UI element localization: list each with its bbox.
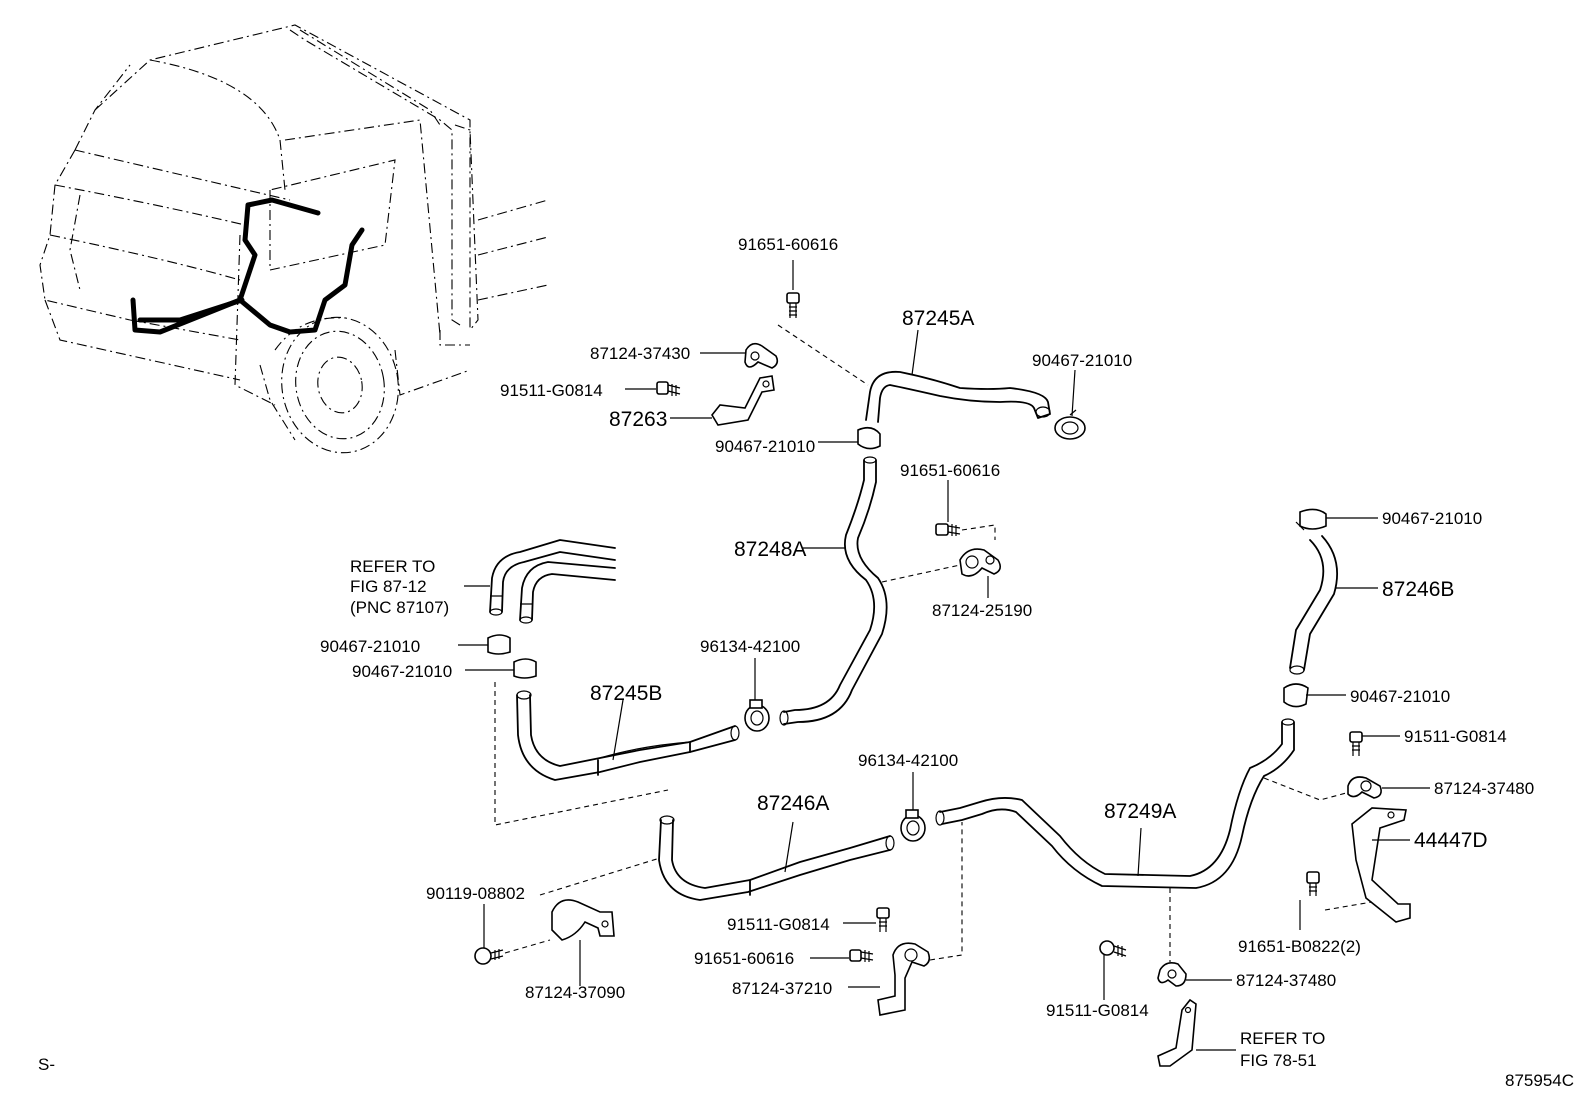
heater-core-pipes [489,539,616,624]
label-91511-G0814-low: 91511-G0814 [1046,1001,1149,1020]
label-87246A: 87246A [757,792,829,815]
bracket-refer-78-51 [1157,998,1197,1067]
label-87124-37430: 87124-37430 [590,344,690,363]
bolt-91651-B0822 [1306,871,1320,896]
label-refer-78-line2: FIG 78-51 [1240,1051,1317,1070]
label-91651-B0822: 91651-B0822(2) [1238,937,1361,956]
label-91651-60616-mid: 91651-60616 [900,461,1000,480]
hose-87246B [1289,535,1339,675]
label-87263: 87263 [609,408,667,431]
bracket-87124-37210 [877,942,931,1016]
label-87124-25190: 87124-25190 [932,601,1032,620]
hose-87245A [865,370,1051,423]
label-87124-37480-b: 87124-37480 [1236,971,1336,990]
clamp-90467-21010-a [1054,409,1086,440]
part-labels: 91651-60616 87124-37430 87245A 90467-210… [38,235,1574,1090]
label-91651-60616-bottom: 91651-60616 [694,949,794,968]
bracket-87124-37090 [551,899,615,941]
label-refer-87-line1: REFER TO [350,557,435,576]
corner-mark: S- [38,1055,55,1074]
clamp-87124-37480-b [1157,962,1187,987]
label-91651-60616-top: 91651-60616 [738,235,838,254]
label-90467-21010-c: 90467-21010 [320,637,420,656]
hose-87246A [658,815,895,901]
bolt-91511-G0814-bottom [876,907,890,932]
clamp-87124-37430 [744,342,779,369]
bolt-90119-08802 [474,947,504,965]
label-91511-G0814-top: 91511-G0814 [500,381,603,400]
label-refer-87-line3: (PNC 87107) [350,598,449,617]
clamp-90467-21010-b [857,426,881,450]
hose-87249A [935,718,1295,889]
bracket-44447D [1351,807,1411,923]
label-87245B: 87245B [590,682,662,705]
label-87124-37480-a: 87124-37480 [1434,779,1534,798]
hose-87245B [516,690,740,781]
label-90467-21010-f: 90467-21010 [1350,687,1450,706]
label-90467-21010-b: 90467-21010 [715,437,815,456]
bolt-91651-60616-mid [935,523,961,536]
bolt-91511-G0814-right [1349,731,1363,756]
label-44447D: 44447D [1414,829,1488,852]
heater-harness-highlight [130,197,365,335]
bolt-91651-60616-bottom [849,949,874,962]
clamp-96134-42100-b [900,809,926,842]
clamp-87124-25190 [959,548,1002,577]
label-87248A: 87248A [734,538,806,561]
label-96134-42100-b: 96134-42100 [858,751,958,770]
clamp-96134-42100-a [744,699,770,732]
label-refer-78-line1: REFER TO [1240,1029,1325,1048]
hose-87248A [779,456,888,726]
label-87124-37210: 87124-37210 [732,979,832,998]
bracket-87263 [711,375,775,426]
label-90119-08802: 90119-08802 [426,884,525,903]
label-90467-21010-d: 90467-21010 [352,662,452,681]
clamp-87124-37480-a [1347,776,1382,799]
label-87124-37090: 87124-37090 [525,983,625,1002]
label-91511-G0814-right: 91511-G0814 [1404,727,1507,746]
label-refer-87-line2: FIG 87-12 [350,577,427,596]
clamp-90467-21010-c [487,634,511,655]
clamp-90467-21010-f [1283,683,1309,708]
label-87246B: 87246B [1382,578,1454,601]
clamp-90467-21010-e [1295,508,1327,531]
label-87245A: 87245A [902,307,974,330]
label-87249A: 87249A [1104,800,1176,823]
truck-cab-outline [39,24,549,454]
label-91511-G0814-bottom: 91511-G0814 [727,915,830,934]
label-90467-21010-a: 90467-21010 [1032,351,1132,370]
bolt-91651-60616-top [786,292,800,318]
figure-code: 875954C [1505,1071,1574,1090]
bolt-91511-G0814-low [1099,940,1127,957]
label-96134-42100-a: 96134-42100 [700,637,800,656]
label-90467-21010-e: 90467-21010 [1382,509,1482,528]
clamp-90467-21010-d [513,658,537,679]
bolt-91511-G0814-top [656,381,681,396]
